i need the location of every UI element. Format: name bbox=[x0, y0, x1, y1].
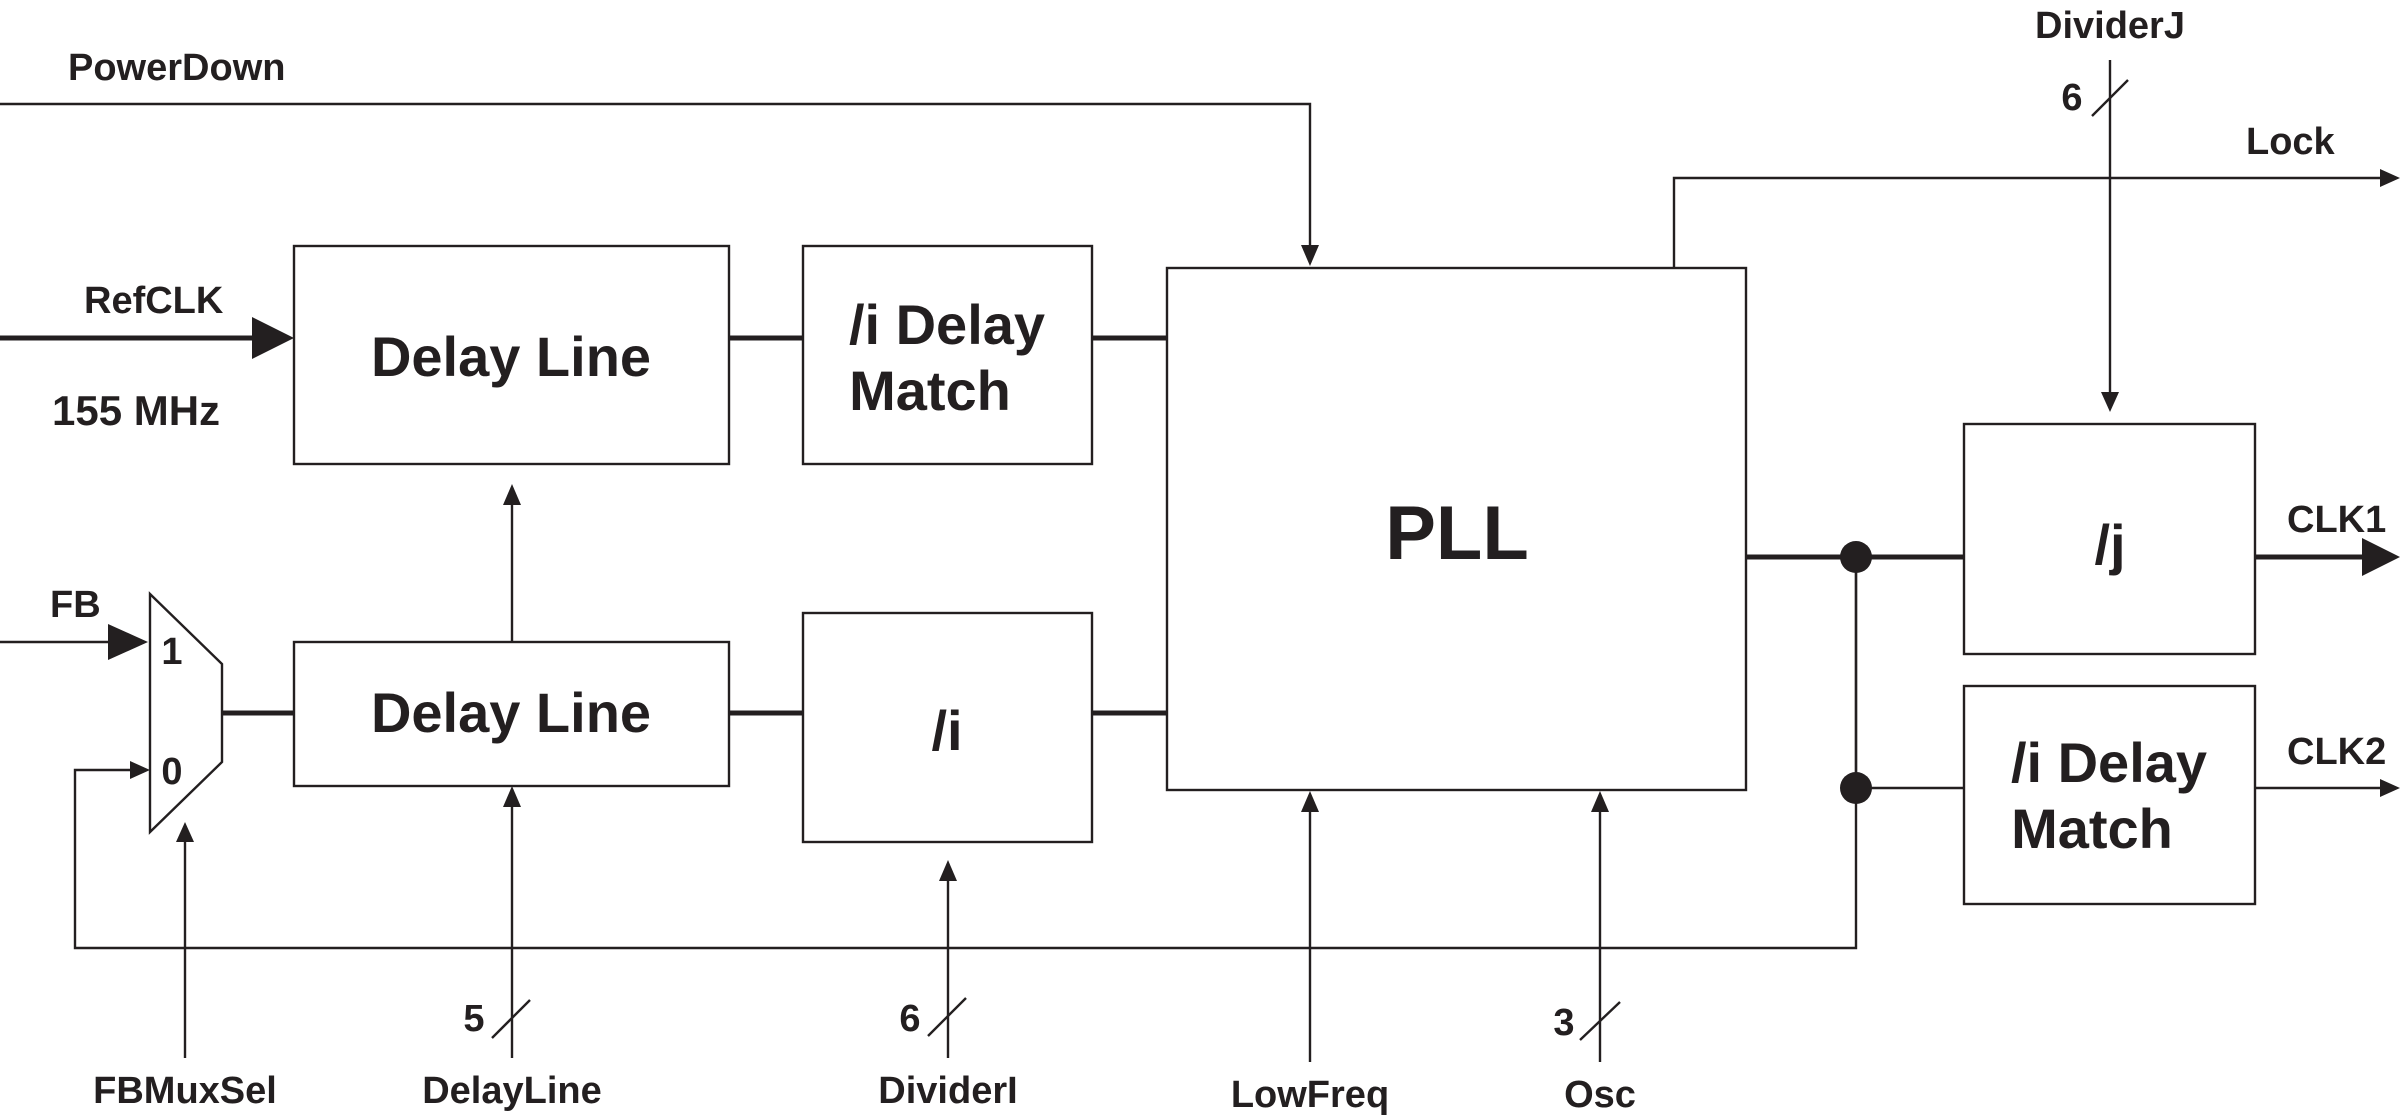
divider-j-block bbox=[1962, 422, 2257, 656]
dividerj-bus-slash bbox=[2091, 79, 2129, 117]
delay-match-top-label-line1: /i Delay bbox=[849, 293, 1045, 356]
delay-tap-arrowhead bbox=[503, 484, 521, 505]
delay-match-bottom-block bbox=[1962, 684, 2257, 906]
fbmuxsel-arrowhead bbox=[176, 822, 194, 842]
delayline-bus-slash bbox=[491, 999, 531, 1039]
delayline-label: DelayLine bbox=[422, 1070, 602, 1112]
delay-match-bottom-label-line2: Match bbox=[2011, 797, 2173, 860]
delay-line-top-block bbox=[292, 244, 731, 466]
delay-match-bottom-label-line1: /i Delay bbox=[2011, 731, 2207, 794]
osc-bus-slash bbox=[1579, 1001, 1621, 1041]
delay-line-bottom-block bbox=[292, 640, 731, 788]
fb-arrowhead bbox=[108, 624, 148, 660]
junction-dot-lower bbox=[1840, 772, 1872, 804]
lock-arrowhead bbox=[2380, 169, 2400, 187]
powerdown-arrowhead bbox=[1301, 245, 1319, 266]
delayline-width-label: 5 bbox=[463, 998, 484, 1040]
powerdown-label: PowerDown bbox=[68, 47, 285, 89]
osc-width-label: 3 bbox=[1553, 1002, 1574, 1044]
divider-i-block bbox=[801, 611, 1094, 844]
mux-input0-label: 0 bbox=[161, 751, 182, 793]
refclk-arrowhead bbox=[252, 317, 294, 359]
dividerj-label: DividerJ bbox=[2035, 5, 2185, 47]
delayline-arrowhead bbox=[503, 786, 521, 807]
fb-label: FB bbox=[50, 584, 101, 626]
clk2-arrowhead bbox=[2380, 779, 2400, 797]
clk1-label: CLK1 bbox=[2287, 499, 2386, 541]
feedback-arrowhead bbox=[130, 761, 150, 779]
clk1-arrowhead bbox=[2362, 538, 2400, 576]
divider-j-label: /j bbox=[2094, 513, 2125, 576]
delay-match-top-label-line2: Match bbox=[849, 359, 1011, 422]
lock-label: Lock bbox=[2246, 121, 2336, 163]
lock-wire bbox=[1672, 176, 2380, 268]
feedback-mux bbox=[148, 591, 224, 835]
junction-dot-upper bbox=[1840, 541, 1872, 573]
delay-match-top-block bbox=[801, 244, 1094, 466]
osc-label: Osc bbox=[1564, 1074, 1636, 1116]
divideri-bus-slash bbox=[927, 997, 967, 1037]
pll-label: PLL bbox=[1385, 491, 1529, 576]
dividerj-width-label: 6 bbox=[2061, 77, 2082, 119]
powerdown-wire bbox=[0, 102, 1312, 245]
divideri-arrowhead bbox=[939, 860, 957, 881]
mux-input1-label: 1 bbox=[161, 631, 182, 673]
pll-block bbox=[1165, 266, 1748, 792]
clk2-label: CLK2 bbox=[2287, 731, 2386, 773]
divider-i-label: /i bbox=[931, 699, 962, 762]
divideri-width-label: 6 bbox=[899, 998, 920, 1040]
dividerj-arrowhead bbox=[2101, 392, 2119, 412]
divideri-label: DividerI bbox=[878, 1070, 1017, 1112]
feedback-loop-wire bbox=[73, 557, 1858, 950]
osc-arrowhead bbox=[1591, 791, 1609, 812]
lowfreq-arrowhead bbox=[1301, 791, 1319, 812]
delay-line-top-label: Delay Line bbox=[371, 325, 651, 388]
fbmuxsel-label: FBMuxSel bbox=[93, 1070, 277, 1112]
refclk-label: RefCLK bbox=[84, 280, 224, 322]
lowfreq-label: LowFreq bbox=[1231, 1074, 1389, 1116]
delay-line-bottom-label: Delay Line bbox=[371, 681, 651, 744]
refclk-frequency-label: 155 MHz bbox=[52, 387, 220, 434]
